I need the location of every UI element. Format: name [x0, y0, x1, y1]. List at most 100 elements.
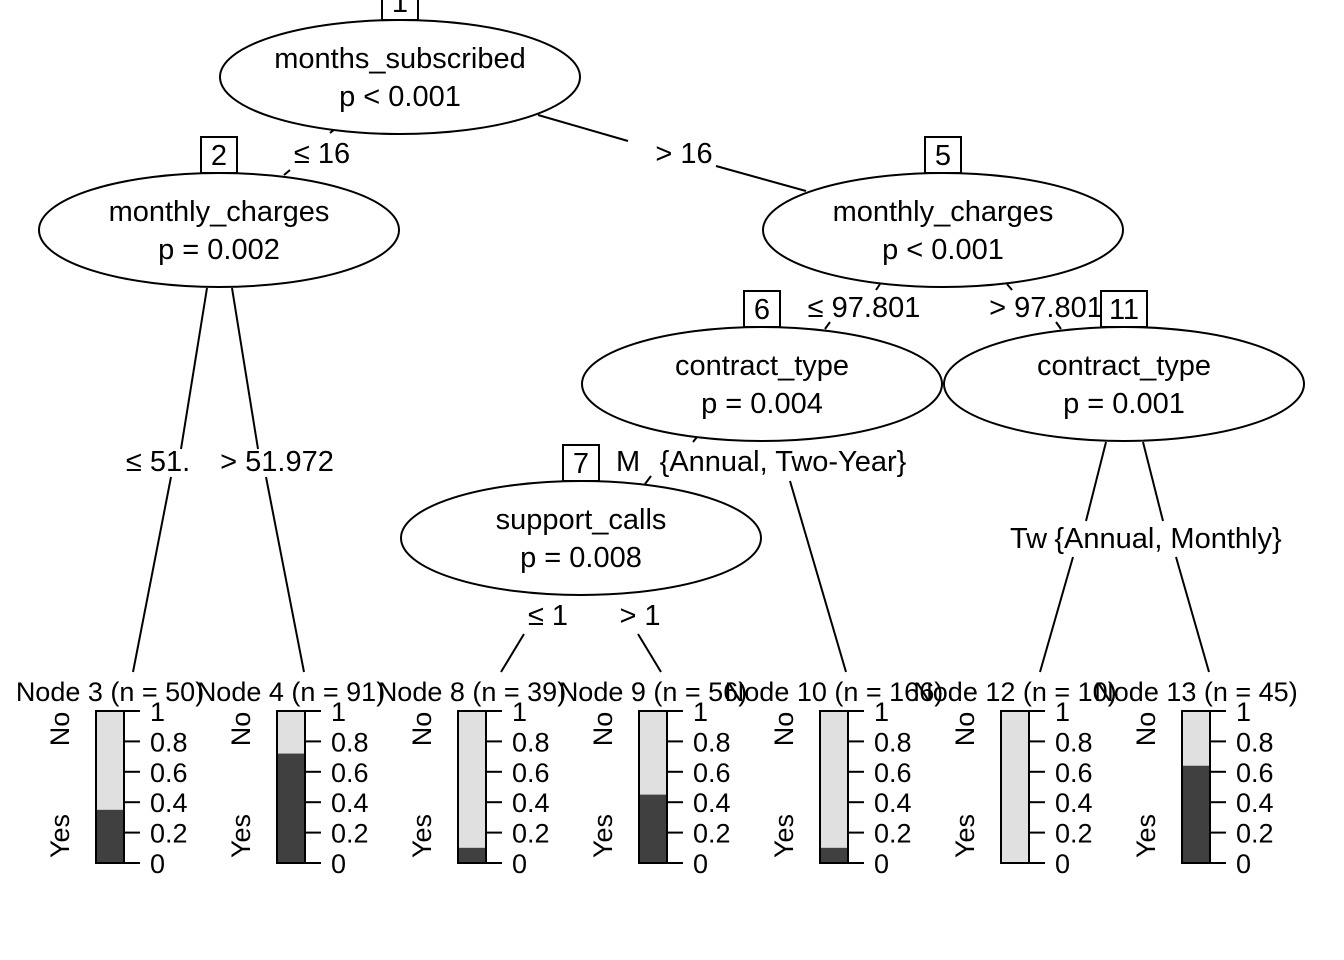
node-ellipse	[762, 172, 1124, 288]
edge-label-5-11: > 97.801	[989, 292, 1103, 324]
axis-tick-label: 0.2	[693, 819, 731, 849]
axis-tick-label: 0.6	[874, 758, 912, 788]
node-variable: monthly_charges	[109, 196, 330, 228]
bar-no-segment	[639, 711, 667, 795]
axis-tick-label: 1	[874, 697, 889, 727]
node-pvalue: p < 0.001	[339, 81, 461, 113]
edge-label-6-10: {Annual, Two-Year}	[660, 446, 907, 478]
terminal-title: Node 3 (n = 50)	[16, 677, 204, 707]
node-id: 7	[573, 448, 589, 480]
node-variable: contract_type	[1037, 350, 1211, 382]
bar-yes-segment	[277, 753, 305, 863]
terminal-title: Node 9 (n = 56)	[559, 677, 747, 707]
edge-line-2-3	[132, 476, 172, 673]
axis-tick-label: 0.4	[150, 788, 188, 818]
edge-line-6-7	[644, 475, 652, 485]
class-label-no: No	[588, 712, 618, 747]
node-id-box	[200, 136, 238, 174]
node-id-box	[381, 0, 419, 21]
node-pvalue: p < 0.001	[882, 234, 1004, 266]
class-label-no: No	[950, 712, 980, 747]
node-ellipse	[38, 172, 400, 288]
terminal-title: Node 10 (n = 166)	[725, 677, 943, 707]
node-id-box	[562, 444, 600, 482]
axis-tick-label: 0.4	[1236, 788, 1274, 818]
bar-no-segment	[1182, 711, 1210, 766]
edge-label-7-8: ≤ 1	[528, 600, 568, 632]
terminal-title: Node 12 (n = 10)	[913, 677, 1116, 707]
axis-tick-label: 0.2	[512, 819, 550, 849]
node-id: 11	[1109, 294, 1139, 326]
bar-yes-segment	[96, 809, 124, 863]
node-variable: support_calls	[496, 504, 667, 536]
edge-line-2-3	[180, 287, 208, 450]
axis-tick-label: 0.6	[512, 758, 550, 788]
node-variable: months_subscribed	[274, 43, 525, 75]
class-label-yes: Yes	[407, 814, 437, 858]
bar-no-segment	[1001, 711, 1029, 863]
edge-label-7-9: > 1	[619, 600, 660, 632]
class-label-yes: Yes	[769, 814, 799, 858]
axis-tick-label: 0.2	[1055, 819, 1093, 849]
axis-tick-label: 0.6	[331, 758, 369, 788]
axis-tick-label: 0	[512, 849, 527, 879]
node-id-box	[1100, 290, 1148, 328]
edge-label-2-4: > 51.972	[220, 446, 334, 478]
edge-line-1-5	[715, 165, 807, 192]
edge-line-11-12	[1039, 556, 1074, 673]
node-id: 1	[392, 0, 408, 19]
bar-yes-segment	[820, 847, 848, 863]
axis-tick-label: 0.2	[331, 819, 369, 849]
edge-line-11-13	[1142, 441, 1164, 522]
class-label-no: No	[407, 712, 437, 747]
class-label-yes: Yes	[1131, 814, 1161, 858]
edge-line-5-11	[1006, 283, 1013, 291]
axis-tick-label: 1	[512, 697, 527, 727]
node-id: 5	[935, 140, 951, 172]
edge-line-5-6	[875, 283, 881, 291]
axis-tick-label: 0.6	[150, 758, 188, 788]
axis-tick-label: 0.8	[1055, 727, 1093, 757]
class-label-no: No	[1131, 712, 1161, 747]
axis-tick-label: 1	[1055, 697, 1070, 727]
node-variable: monthly_charges	[833, 196, 1054, 228]
bar-yes-segment	[458, 847, 486, 863]
axis-tick-label: 1	[693, 697, 708, 727]
node-pvalue: p = 0.001	[1063, 388, 1185, 420]
bar-no-segment	[458, 711, 486, 848]
node-ellipse	[581, 326, 943, 442]
axis-tick-label: 0.8	[150, 727, 188, 757]
class-label-no: No	[226, 712, 256, 747]
axis-tick-label: 1	[150, 697, 165, 727]
node-id: 6	[754, 294, 770, 326]
edge-label-1-5: > 16	[655, 138, 712, 170]
edge-line-1-5	[537, 114, 629, 142]
axis-tick-label: 0.8	[693, 727, 731, 757]
edge-line-7-8	[500, 633, 525, 673]
axis-tick-label: 0.4	[512, 788, 550, 818]
axis-tick-label: 0	[693, 849, 708, 879]
axis-tick-label: 0.8	[874, 727, 912, 757]
terminal-title: Node 4 (n = 91)	[197, 677, 385, 707]
axis-tick-label: 0.4	[874, 788, 912, 818]
class-label-yes: Yes	[950, 814, 980, 858]
axis-tick-label: 0.6	[1055, 758, 1093, 788]
edge-line-2-4	[231, 287, 259, 450]
tree-edge-labels: ≤ 16> 16≤ 51.> 51.972≤ 97.801> 97.801M{A…	[126, 138, 1282, 632]
edge-line-6-10	[789, 480, 847, 673]
axis-tick-label: 0	[1236, 849, 1251, 879]
axis-tick-label: 0	[331, 849, 346, 879]
